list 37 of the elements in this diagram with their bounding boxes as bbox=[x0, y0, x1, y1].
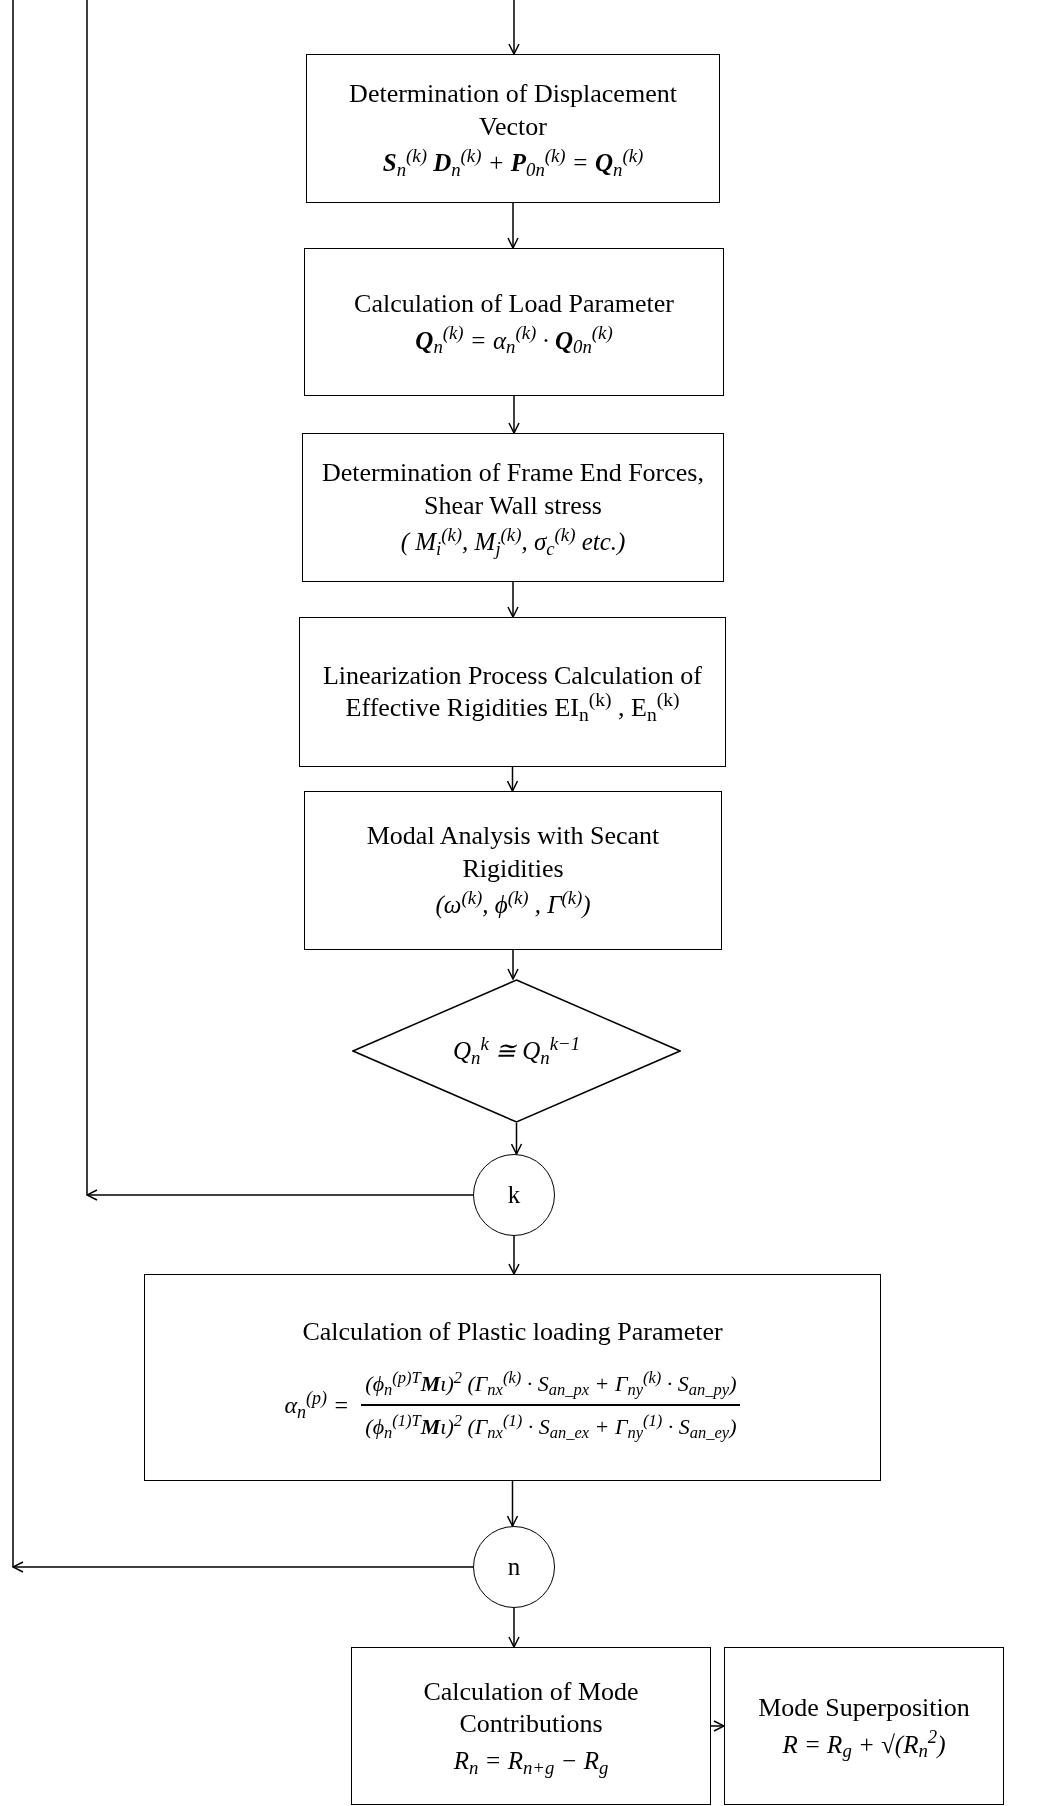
connector-label: k bbox=[507, 1180, 521, 1211]
arrow bbox=[507, 202, 519, 249]
arrow bbox=[507, 949, 519, 980]
box-text: Determination of Displacement Vector bbox=[348, 78, 678, 143]
formula: R = R$_{g}$ + √(R$_{n}$$^{2}$) bbox=[782, 1728, 946, 1760]
box-text: Determination of Frame End Forces, Shear Wall stress bbox=[321, 457, 705, 522]
process-box bbox=[302, 433, 724, 582]
formula: ( M$_{i}$$^{(k)}$, M$_{j}$$^{(k)}$, σ$_{c}$$^{(k)}$ etc.) bbox=[400, 526, 626, 558]
box-text: Mode Superposition bbox=[758, 1692, 970, 1725]
process-box bbox=[304, 248, 724, 396]
process-box bbox=[351, 1647, 711, 1805]
arrow bbox=[508, 0, 520, 55]
arrow bbox=[508, 1607, 520, 1648]
formula: R$_{n}$ = R$_{n+g}$ − R$_{g}$ bbox=[453, 1745, 609, 1777]
arrow bbox=[508, 395, 520, 434]
arrow bbox=[12, 1561, 474, 1573]
arrow bbox=[710, 1720, 725, 1732]
formula-lhs: α$_{n}$$^{(p)}$ = bbox=[284, 1387, 350, 1423]
process-box bbox=[299, 617, 726, 767]
arrow bbox=[510, 1122, 523, 1155]
box-text: Modal Analysis with Secant Rigidities bbox=[365, 820, 661, 885]
connector-label: n bbox=[507, 1552, 521, 1583]
process-box bbox=[304, 791, 722, 950]
arrow bbox=[86, 1189, 474, 1201]
box-text: Calculation of Mode Contributions bbox=[422, 1675, 640, 1741]
formula-denominator: (ϕ$_{n}$$^{(1)T}$Mι)$^{2}$ (Γ$_{nx}$$^{(1)}$ · S$_{an_ex}$ + Γ$_{ny}$$^{(1)}$ · S$_{an_ey}$) bbox=[364, 1409, 738, 1443]
process-box bbox=[144, 1274, 881, 1481]
box-title: Calculation of Plastic loading Parameter bbox=[302, 1316, 723, 1349]
arrow bbox=[508, 1235, 520, 1275]
formula-numerator: (ϕ$_{n}$$^{(p)T}$Mι)$^{2}$ (Γ$_{nx}$$^{(k)}$ · S$_{an_px}$ + Γ$_{ny}$$^{(k)}$ · S$_{an_py}$) bbox=[364, 1367, 738, 1401]
arrow bbox=[506, 766, 519, 792]
process-box bbox=[724, 1647, 1004, 1805]
arrow bbox=[507, 581, 519, 618]
process-box bbox=[306, 54, 720, 203]
box-text: Calculation of Load Parameter bbox=[354, 288, 674, 321]
arrow bbox=[506, 1480, 519, 1527]
formula: (ω$^{(k)}$, ϕ$^{(k)}$ , Γ$^{(k)}$) bbox=[435, 889, 591, 921]
